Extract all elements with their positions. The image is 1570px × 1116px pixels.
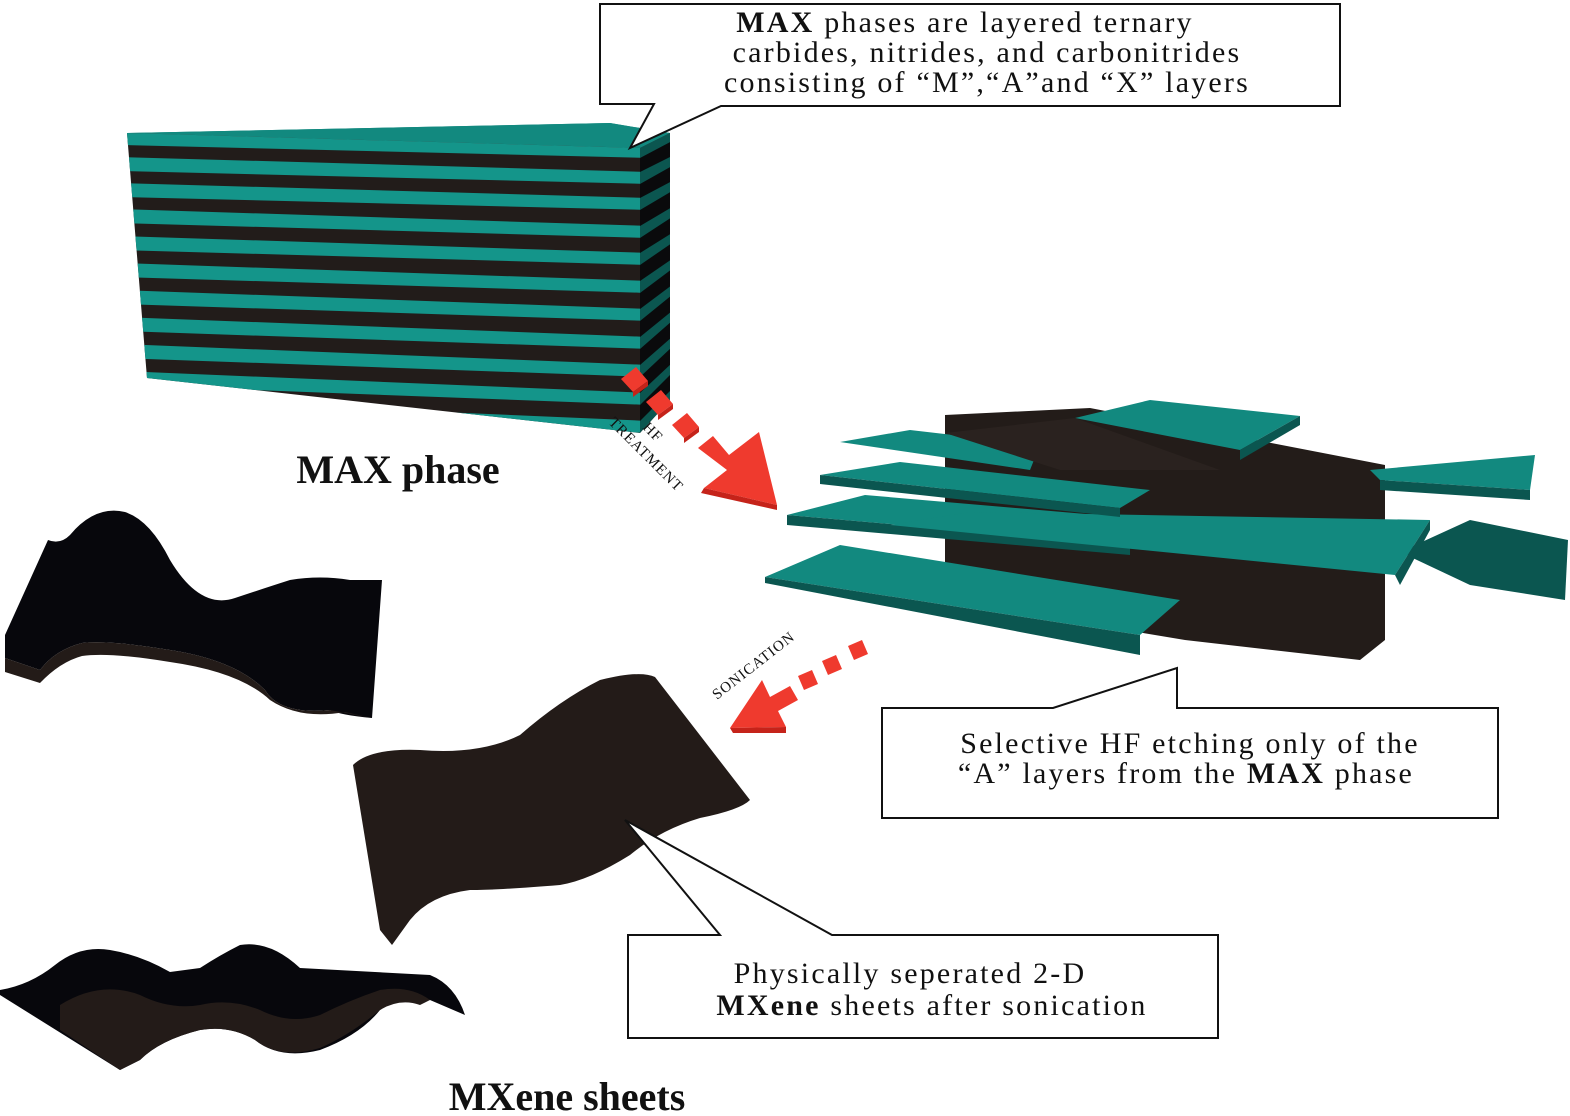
mxene-sheet-bottom (0, 944, 465, 1070)
callout-mxene-separated: Physically seperated 2-D MXene sheets af… (624, 819, 1219, 1039)
mxene-sheet-middle (353, 674, 750, 945)
callout-hf-line2: “A” layers from the MAX phase (958, 757, 1414, 790)
mxene-sheets-label: MXene sheets (449, 1074, 686, 1116)
callout-mxene-line2: MXene sheets after sonication (716, 989, 1147, 1022)
callout-max-line2: carbides, nitrides, and carbonitrides (733, 36, 1242, 69)
callout-max-line1: MAX phases are layered ternary (736, 6, 1193, 39)
max-phase-block (127, 123, 670, 433)
callout-hf-etching: Selective HF etching only of the “A” lay… (881, 666, 1499, 819)
sonication-arrow (730, 640, 868, 733)
mxene-sheet-top (5, 510, 382, 718)
callout-mxene-line1: Physically seperated 2-D (734, 957, 1087, 990)
max-phase-label: MAX phase (296, 447, 499, 492)
callout-max-definition: MAX phases are layered ternary carbides,… (599, 3, 1341, 151)
callout-max-line3: consisting of “M”,“A”and “X” layers (724, 66, 1250, 99)
hf-treatment-arrow (621, 367, 777, 510)
exfoliated-stack (765, 400, 1568, 660)
callout-hf-line1: Selective HF etching only of the (960, 727, 1419, 760)
